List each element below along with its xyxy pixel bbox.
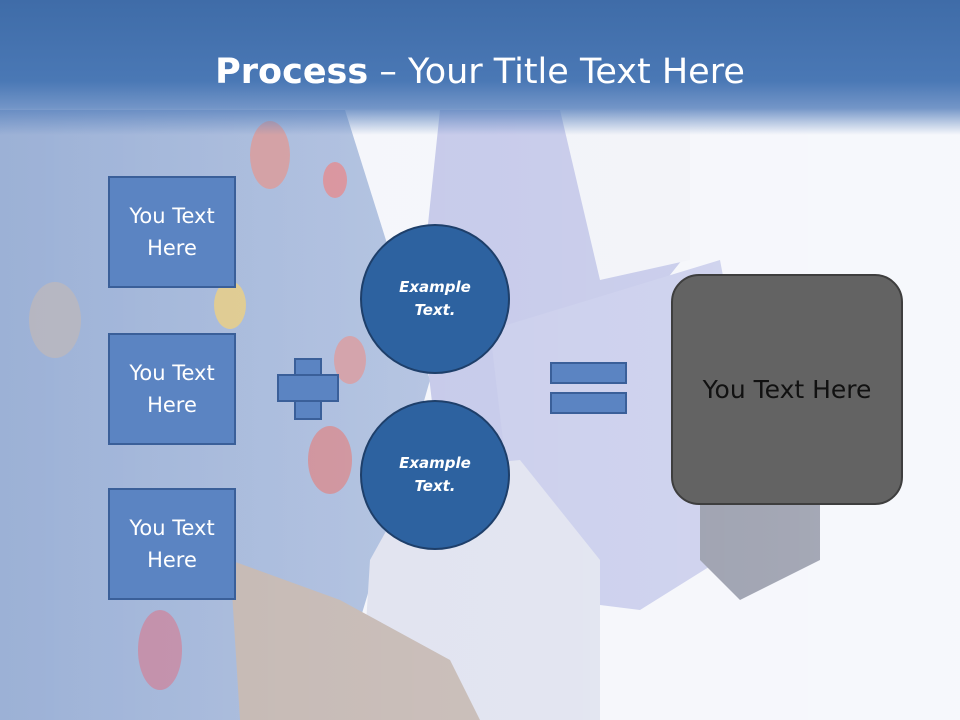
result-box[interactable]: You Text Here [671, 274, 903, 505]
equals-icon-bottom-bar [550, 392, 627, 414]
title-banner [0, 0, 960, 135]
text-box-1[interactable]: You Text Here [108, 176, 236, 288]
text-box-2[interactable]: You Text Here [108, 333, 236, 445]
example-circle-1[interactable]: Example Text. [360, 224, 510, 374]
text-box-3-label: You Text Here [129, 516, 215, 572]
title-rest: – Your Title Text Here [368, 52, 745, 92]
example-circle-2[interactable]: Example Text. [360, 400, 510, 550]
text-box-1-label: You Text Here [129, 204, 215, 260]
result-box-label: You Text Here [702, 375, 872, 404]
text-box-3[interactable]: You Text Here [108, 488, 236, 600]
text-box-2-label: You Text Here [129, 361, 215, 417]
slide-title: Process – Your Title Text Here [0, 52, 960, 92]
title-bold: Process [215, 52, 369, 92]
equals-icon-top-bar [550, 362, 627, 384]
plus-icon-center [296, 376, 320, 400]
example-circle-2-label: Example Text. [399, 454, 471, 495]
example-circle-1-label: Example Text. [399, 278, 471, 319]
